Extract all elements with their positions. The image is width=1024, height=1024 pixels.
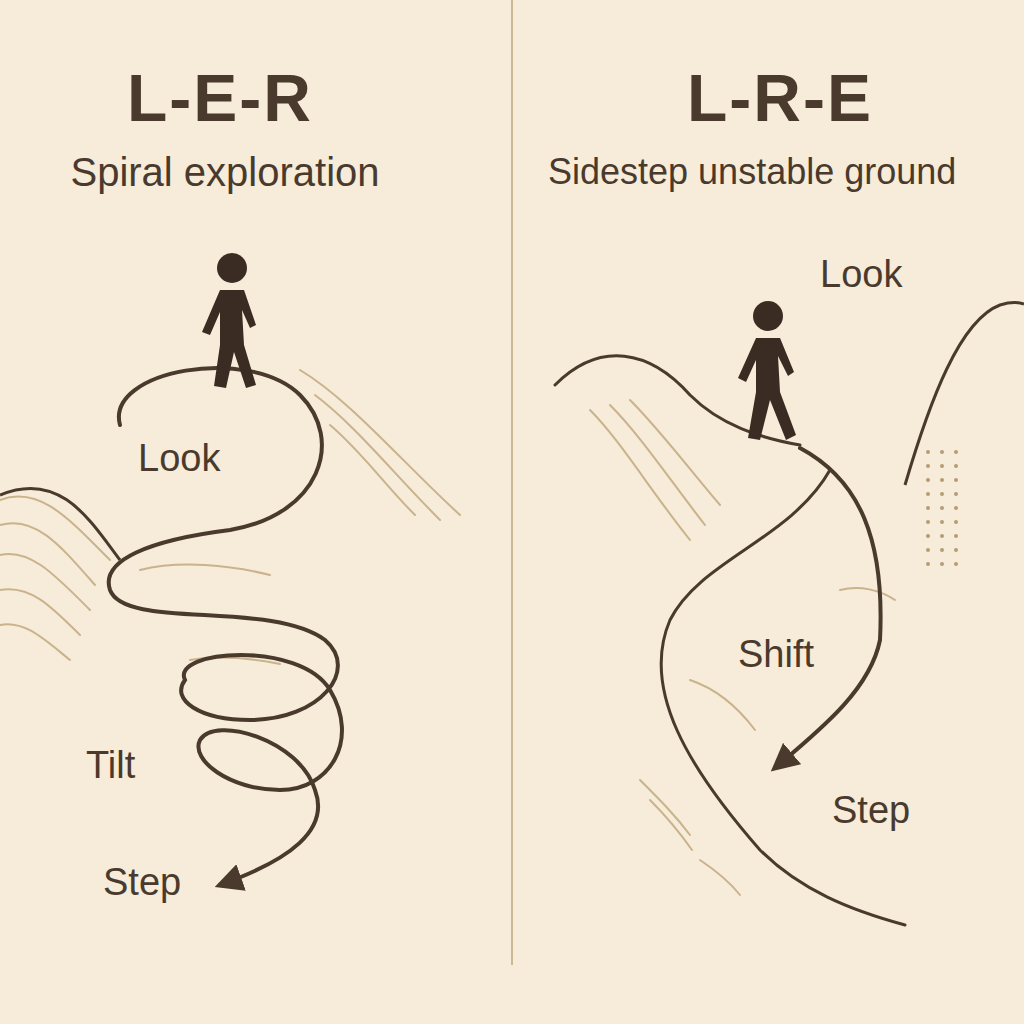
step-label: Step [103, 862, 181, 904]
panel-divider [511, 0, 513, 965]
terrain-hatching [0, 370, 460, 664]
step-label: Look [138, 438, 220, 480]
spiral-path [109, 368, 342, 885]
hill-outline [0, 488, 120, 560]
panel-subtitle: Spiral exploration [20, 150, 430, 194]
panel-title: L-E-R [60, 62, 380, 135]
unstable-dots [918, 440, 964, 570]
walking-figure [738, 301, 796, 440]
step-label: Shift [738, 634, 814, 676]
step-label: Look [820, 254, 902, 296]
panel-title: L-R-E [620, 62, 940, 135]
sidestep-path [775, 448, 881, 768]
panel-subtitle: Sidestep unstable ground [548, 152, 956, 192]
slope-line [661, 470, 905, 925]
step-label: Tilt [86, 745, 135, 787]
step-label: Step [832, 790, 910, 832]
walking-figure [202, 253, 256, 388]
